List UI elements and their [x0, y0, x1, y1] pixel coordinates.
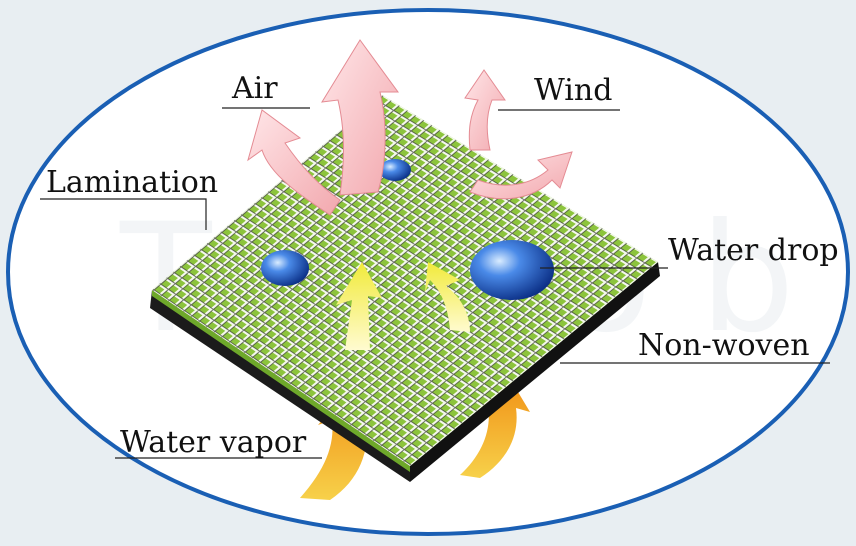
label-water-drop: Water drop	[668, 233, 839, 268]
label-wind: Wind	[534, 73, 613, 108]
water-drop-small	[379, 159, 411, 181]
inner-arrow-right	[425, 262, 470, 332]
label-air: Air	[232, 71, 278, 106]
inner-arrow-left	[336, 262, 382, 350]
label-lamination: Lamination	[46, 165, 219, 200]
wind-arrow-up	[464, 69, 506, 151]
wind-arrow-curve	[469, 151, 573, 200]
leader-lines	[40, 107, 830, 459]
water-drop-left	[261, 250, 309, 286]
water-drop-large	[470, 240, 554, 300]
air-arrow-curve	[247, 109, 341, 216]
label-water-vapor: Water vapor	[120, 425, 307, 460]
lamination-side	[152, 290, 410, 472]
label-non-woven: Non-woven	[638, 328, 810, 363]
air-arrow-up	[321, 39, 399, 196]
water-vapor-arrow-right	[460, 372, 530, 478]
